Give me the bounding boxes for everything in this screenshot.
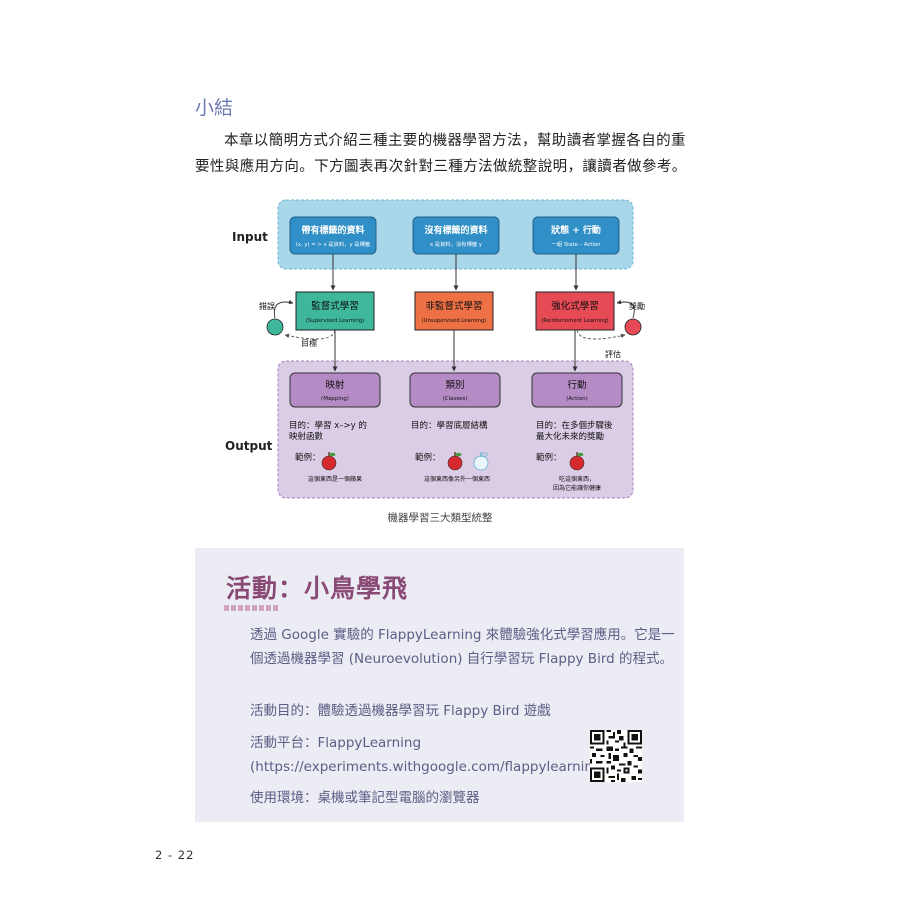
output-sub: (Mapping) xyxy=(321,396,349,402)
apple-icon xyxy=(321,452,337,471)
output-goal: 最大化未來的獎勵 xyxy=(536,431,604,442)
output-classes: 類別 (Classes) 目的：學習底層結構 範例： 這個東西像另外一個東西 xyxy=(409,372,501,483)
output-label: Output xyxy=(225,439,273,453)
input-title: 沒有標籤的資料 xyxy=(424,224,487,236)
example-note: 這個東西是一個蘋果 xyxy=(308,475,362,483)
input-box-state-action: 狀態 + 行動 一組 State – Action xyxy=(532,216,620,255)
page-number: 2 - 22 xyxy=(155,848,195,862)
activity-url[interactable]: (https://experiments.withgoogle.com/flap… xyxy=(250,759,607,775)
method-unsupervised: 非監督式學習 (Unsupervised Learning) xyxy=(414,291,494,331)
input-label: Input xyxy=(232,230,268,244)
method-sub: (Supervised Learning) xyxy=(306,318,364,324)
activity-title: 活動：小鳥學飛 xyxy=(226,574,409,603)
method-reinforcement: 強化式學習 (Reinforcement Learning) xyxy=(535,291,615,331)
input-box-unlabeled: 沒有標籤的資料 x 是資料，沒有標籤 y xyxy=(412,216,500,255)
activity-description: 透過 Google 實驗的 FlappyLearning 來體驗強化式學習應用。… xyxy=(250,627,675,667)
output-sub: (Action) xyxy=(566,396,588,402)
method-sub: (Reinforcement Learning) xyxy=(541,318,609,324)
activity-environment: 使用環境：桌機或筆記型電腦的瀏覽器 xyxy=(250,790,480,806)
output-mapping: 映射 (Mapping) 目的：學習 x–>y 的 映射函數 範例： 這個東西是… xyxy=(289,372,381,483)
feedback-loop-left: 錯誤 目標 xyxy=(259,299,336,348)
output-title: 類別 xyxy=(445,380,464,391)
output-action: 行動 (Action) 目的：在多個步驟後 最大化未來的獎勵 範例： 吃這個東西… xyxy=(531,372,623,492)
input-box-labeled: 帶有標籤的資料 (x, y) = > x 是資料，y 是標籤 xyxy=(289,216,377,255)
apple-icon xyxy=(569,452,585,471)
example-label: 範例： xyxy=(415,452,441,463)
output-goal: 映射函數 xyxy=(289,431,324,442)
activity-goal: 活動目的：體驗透過機器學習玩 Flappy Bird 遊戲 xyxy=(250,703,551,719)
activity-platform: 活動平台：FlappyLearning xyxy=(250,735,422,751)
feedback-node-left xyxy=(266,318,284,336)
example-label: 範例： xyxy=(536,452,562,463)
output-goal: 目的：學習底層結構 xyxy=(411,420,488,431)
section-title: 小結 xyxy=(195,97,234,119)
apple-icon xyxy=(447,452,463,471)
feedback-label: 獎勵 xyxy=(629,301,645,311)
output-sub: (Classes) xyxy=(442,396,467,402)
input-title: 狀態 + 行動 xyxy=(551,224,601,236)
method-title: 非監督式學習 xyxy=(425,300,482,312)
summary-paragraph: 本章以簡明方式介紹三種主要的機器學習方法，幫助讀者掌握各自的重要性與應用方向。下… xyxy=(195,133,687,175)
example-note: 這個東西像另外一個東西 xyxy=(424,475,490,483)
apple-outline-icon xyxy=(473,452,489,471)
ml-types-diagram: Input Output 帶有標籤的資料 (x, y) = > x 是資料，y … xyxy=(225,199,645,499)
feedback-label: 目標 xyxy=(301,338,317,348)
qr-code-icon xyxy=(590,730,642,782)
example-label: 範例： xyxy=(295,452,321,463)
example-note: 因為它能讓你健康 xyxy=(553,484,601,492)
method-title: 監督式學習 xyxy=(311,300,359,312)
output-title: 映射 xyxy=(325,379,345,391)
example-note: 吃這個東西， xyxy=(559,475,595,483)
feedback-label: 評估 xyxy=(605,349,621,359)
feedback-loop-right: 獎勵 評估 xyxy=(576,299,645,359)
input-sub: 一組 State – Action xyxy=(552,240,601,248)
input-sub: (x, y) = > x 是資料，y 是標籤 xyxy=(296,240,371,248)
feedback-node-right xyxy=(624,318,642,336)
figure-caption: 機器學習三大類型統整 xyxy=(387,512,493,524)
method-title: 強化式學習 xyxy=(551,300,599,312)
output-title: 行動 xyxy=(567,379,586,391)
feedback-label: 錯誤 xyxy=(259,301,275,311)
input-sub: x 是資料，沒有標籤 y xyxy=(430,240,482,248)
title-decoration xyxy=(224,605,280,611)
method-supervised: 監督式學習 (Supervised Learning) xyxy=(295,291,375,331)
output-goal: 目的：在多個步驟後 xyxy=(536,420,613,431)
output-goal: 目的：學習 x–>y 的 xyxy=(289,420,367,431)
method-sub: (Unsupervised Learning) xyxy=(422,318,487,324)
input-title: 帶有標籤的資料 xyxy=(301,224,364,236)
